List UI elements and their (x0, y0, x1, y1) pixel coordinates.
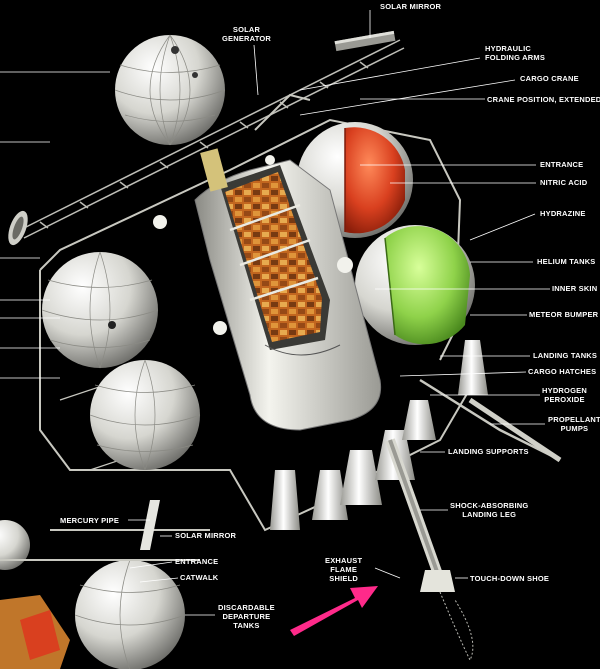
engine-nozzles (270, 340, 488, 530)
leader-lines (0, 10, 550, 616)
label-mercury-pipe: MERCURY PIPE (60, 516, 120, 525)
label-solar-generator: SOLAR GENERATOR (222, 25, 272, 43)
left-solar-dish (8, 210, 28, 246)
right-landing-support (468, 397, 562, 463)
label-touch-down-shoe: TOUCH-DOWN SHOE (470, 574, 550, 583)
label-entrance-top: ENTRANCE (540, 160, 584, 169)
pink-arrow (290, 586, 378, 636)
label-landing-supports: LANDING SUPPORTS (448, 447, 529, 456)
label-solar-mirror-bottom: SOLAR MIRROR (175, 531, 237, 540)
label-cargo-crane: CARGO CRANE (520, 74, 579, 83)
left-upper-sphere (41, 251, 159, 369)
label-hydrazine: HYDRAZINE (540, 209, 586, 218)
label-meteor-bumper: METEOR BUMPER (529, 310, 599, 319)
solar-generator-sphere (114, 34, 226, 146)
hydrazine-tank (355, 225, 475, 345)
label-solar-mirror-top: SOLAR MIRROR (380, 2, 442, 11)
helium-tanks-small (153, 155, 353, 335)
label-inner-skin: INNER SKIN (552, 284, 598, 293)
label-hydraulic-folding-arms: HYDRAULIC FOLDING ARMS (485, 44, 546, 62)
solar-mirror-boom (19, 39, 405, 239)
label-hydrogen-peroxide: HYDROGEN PEROXIDE (542, 386, 587, 404)
label-cargo-hatches: CARGO HATCHES (528, 367, 597, 376)
label-crane-position-extended: CRANE POSITION, EXTENDED (487, 95, 600, 104)
label-nitric-acid: NITRIC ACID (540, 178, 588, 187)
label-discardable-departure-tanks: DISCARDABLE DEPARTURE TANKS (218, 603, 275, 630)
label-exhaust-flame-shield: EXHAUST FLAME SHIELD (325, 556, 363, 583)
landing-leg (385, 438, 474, 662)
solar-mirror-top-panel (334, 30, 396, 52)
label-catwalk: CATWALK (180, 573, 219, 582)
label-entrance-bottom: ENTRANCE (175, 557, 219, 566)
label-propellant-pumps: PROPELLANT PUMPS (548, 415, 600, 433)
label-landing-tanks: LANDING TANKS (533, 351, 598, 360)
left-lower-sphere (89, 359, 201, 471)
label-helium-tanks: HELIUM TANKS (537, 257, 596, 266)
label-shock-absorbing-landing-leg: SHOCK-ABSORBING LANDING LEG (450, 501, 529, 519)
central-hull (194, 148, 382, 431)
second-vehicle (0, 500, 210, 669)
